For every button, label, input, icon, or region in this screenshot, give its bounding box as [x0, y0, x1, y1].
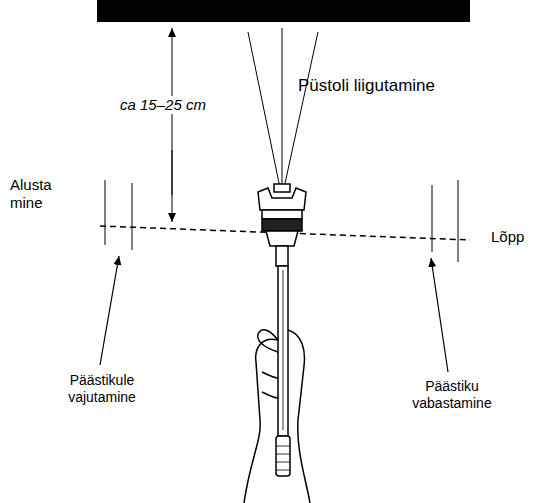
- leader-arrow: [431, 258, 448, 372]
- distance-label: ca 15–25 cm: [118, 96, 208, 114]
- spray-gun: [258, 184, 306, 476]
- distance-arrow: [172, 150, 173, 222]
- movement-label: Püstoli liigutamine: [298, 76, 498, 96]
- hand: [244, 330, 310, 503]
- trigger-press-label: Päästikule vajutamine: [42, 372, 162, 406]
- trigger-release-label: Päästiku vabastamine: [392, 378, 512, 412]
- start-label: Alusta mine: [10, 176, 72, 212]
- sprayed-surface: [97, 0, 470, 22]
- end-label: Lõpp: [491, 228, 541, 246]
- spray-fan: [248, 28, 318, 188]
- leader-arrow: [100, 256, 119, 365]
